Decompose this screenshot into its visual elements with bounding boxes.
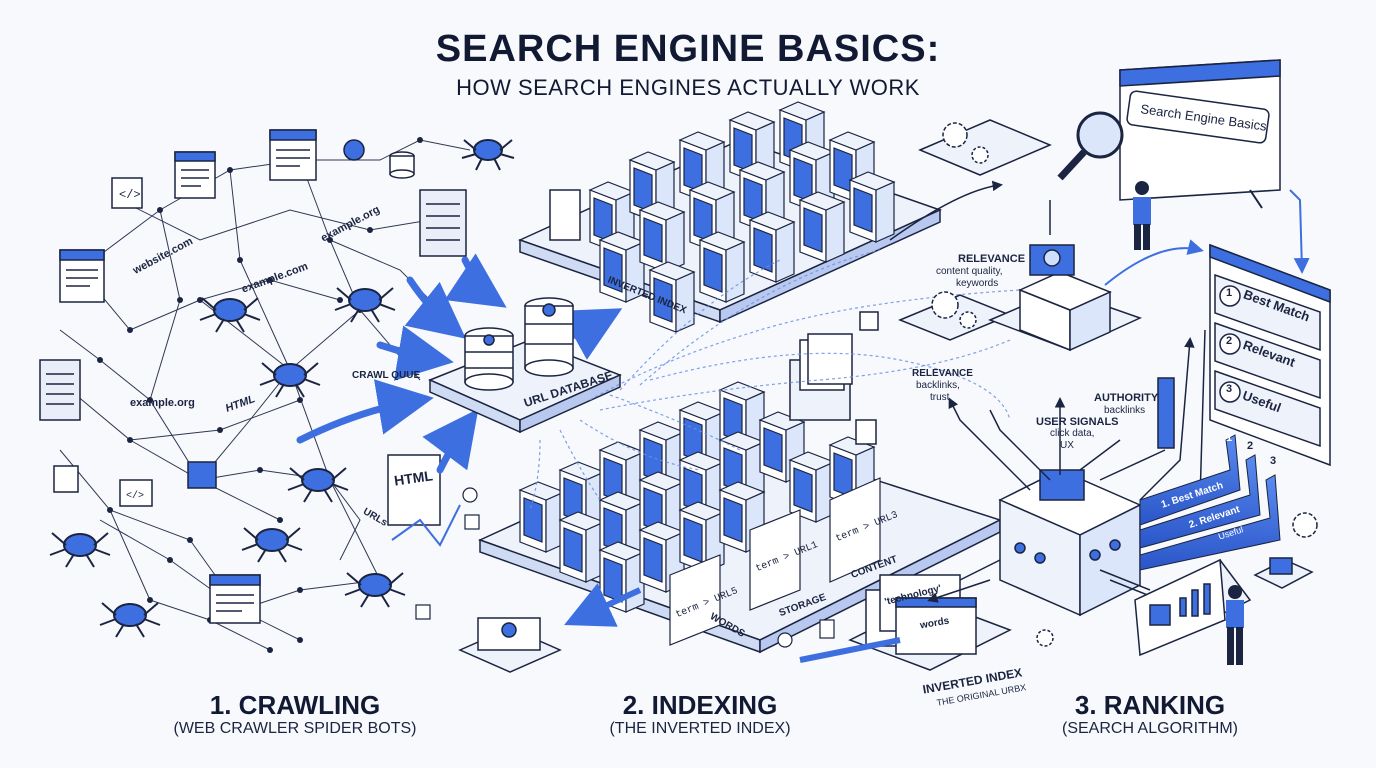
server-rack-top-6 xyxy=(638,201,686,273)
server-racks-top xyxy=(588,101,896,333)
person-dashboard xyxy=(1226,585,1244,665)
result-num-3: 3 xyxy=(1226,383,1233,395)
stage-ranking-subtitle: (SEARCH ALGORITHM) xyxy=(1061,720,1238,737)
page-title: SEARCH ENGINE BASICS: xyxy=(435,28,941,70)
result-num-1: 1 xyxy=(1226,287,1233,299)
ranking-engine xyxy=(998,469,1142,617)
folder-stack xyxy=(789,311,879,445)
server-rack-bottom-0 xyxy=(518,481,566,553)
rel-arrow xyxy=(1104,239,1204,286)
site-label-example-org-2: example.org xyxy=(130,397,195,409)
server-rack-top-13 xyxy=(748,211,796,283)
crawl-servers xyxy=(39,139,467,493)
relevance-desc-1: content quality, xyxy=(936,266,1003,277)
person-searching xyxy=(1133,181,1151,250)
authority-title: AUTHORITY xyxy=(1094,392,1159,404)
result-ribbons xyxy=(799,434,1281,663)
gear-box-top xyxy=(918,119,1052,176)
relevance2-desc-1: backlinks, xyxy=(916,380,960,391)
relevance-desc-2: keywords xyxy=(956,278,999,289)
ribbon-num-2: 2 xyxy=(1247,440,1254,452)
spider-bots xyxy=(49,139,515,638)
server-rack-bottom-6 xyxy=(558,511,606,583)
stage-crawling-subtitle: (WEB CRAWLER SPIDER BOTS) xyxy=(173,720,417,737)
stage-ranking-title: 3. RANKING xyxy=(1074,690,1226,720)
server-rack-top-12 xyxy=(698,231,746,303)
url-database xyxy=(428,297,622,434)
term-lists xyxy=(669,477,881,646)
small-blocks xyxy=(415,487,835,648)
stage-indexing-subtitle: (THE INVERTED INDEX) xyxy=(609,720,791,737)
authority-bar xyxy=(1157,377,1175,449)
code-glyph: </> xyxy=(119,188,141,202)
inverted-index-docs xyxy=(848,574,1012,671)
ribbon-num-3: 3 xyxy=(1270,455,1277,467)
server-rack-bottom-7 xyxy=(598,491,646,563)
page-subtitle: HOW SEARCH ENGINES ACTUALLY WORK xyxy=(456,75,920,100)
gear-icon xyxy=(1292,512,1318,538)
stage-indexing-title: 2. INDEXING xyxy=(622,690,778,720)
server-rack-top-15 xyxy=(848,171,896,243)
server-rack-bottom-11 xyxy=(758,411,806,483)
user-signals-title: USER SIGNALS xyxy=(1036,416,1119,428)
user-signals-desc-1: click data, xyxy=(1050,428,1095,439)
result-num-2: 2 xyxy=(1226,335,1233,347)
search-to-results-arrow xyxy=(1289,189,1310,274)
server-rack-top-11 xyxy=(648,261,696,333)
authority-desc: backlinks xyxy=(1104,405,1146,416)
webpage-icons xyxy=(59,129,317,624)
crawl-queue-label: CRAWL QUUE xyxy=(352,370,421,381)
relevance-title: RELEVANCE xyxy=(958,253,1026,265)
results-page xyxy=(1209,243,1331,467)
stage-crawling-title: 1. CRAWLING xyxy=(209,690,381,720)
code-glyph-2: </> xyxy=(126,490,144,502)
search-browser xyxy=(1119,59,1281,201)
crawl-flow-arrows xyxy=(296,253,623,474)
relevance2-desc-2: trust xyxy=(930,392,950,403)
index-arrow xyxy=(564,583,642,627)
server-racks-bottom xyxy=(518,381,876,613)
crawl-network xyxy=(59,139,471,651)
server-rack-top-14 xyxy=(798,191,846,263)
gear-icon-2 xyxy=(1036,629,1054,647)
gear-box-mid xyxy=(898,291,1012,341)
relevance2-title: RELEVANCE xyxy=(912,368,973,379)
mini-server xyxy=(458,617,562,673)
ribbon-num-1: 1 xyxy=(1226,432,1233,444)
cursor-icon xyxy=(1249,189,1263,209)
magnifier-icon xyxy=(1057,111,1124,181)
chip-icon xyxy=(1253,557,1314,589)
user-signals-desc-2: UX xyxy=(1060,440,1074,451)
algorithm-server xyxy=(987,244,1143,352)
dashboard-screen xyxy=(1134,558,1252,657)
